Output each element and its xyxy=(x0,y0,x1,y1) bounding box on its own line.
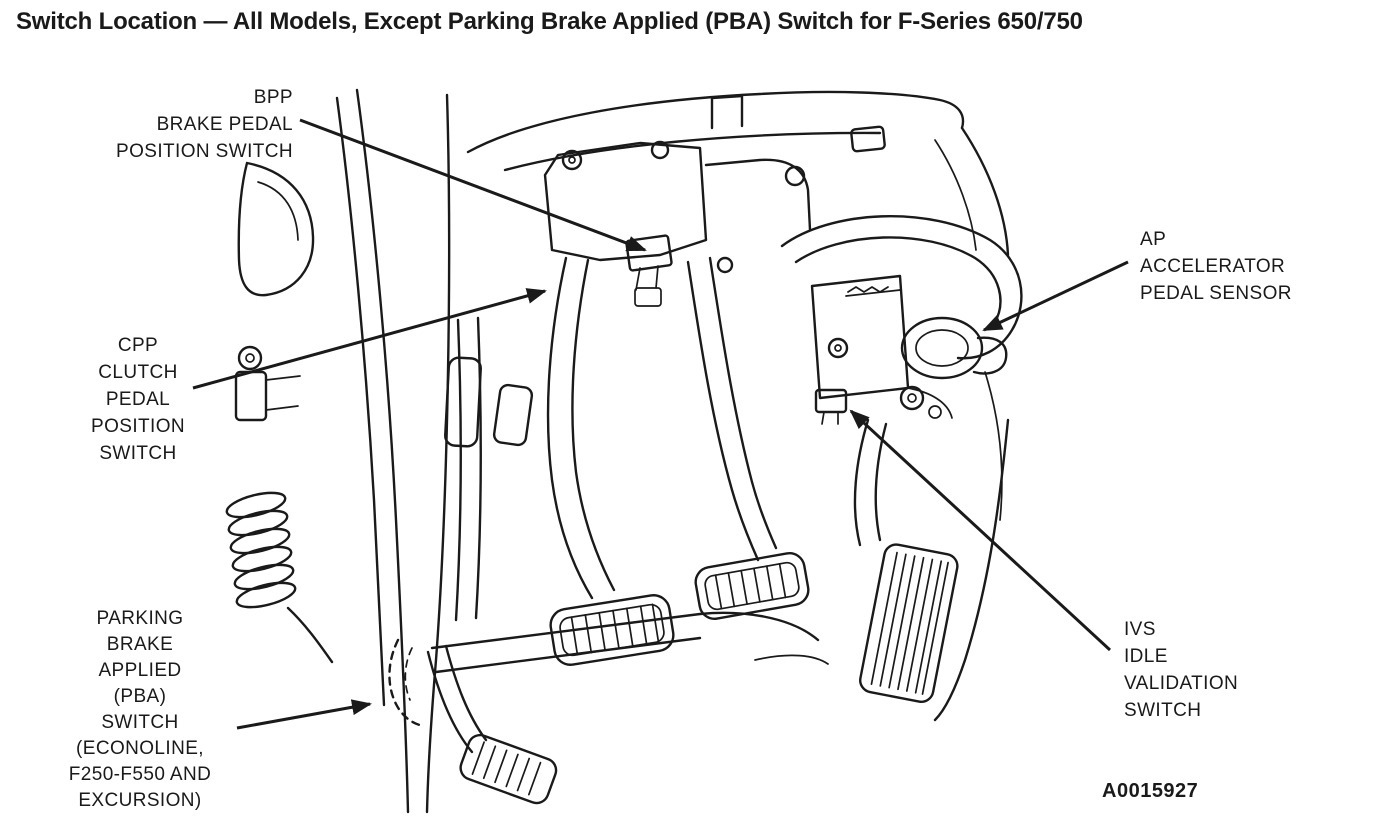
label-line: PEDAL SENSOR xyxy=(1140,283,1292,304)
label-line: ACCELERATOR xyxy=(1140,256,1286,277)
parking-brake-pedal xyxy=(388,638,558,805)
ivs-switch xyxy=(814,388,848,425)
label-line: POSITION xyxy=(91,416,185,437)
label-line: BRAKE PEDAL xyxy=(156,114,293,135)
page-title: Switch Location — All Models, Except Par… xyxy=(16,8,1083,35)
label-line: VALIDATION xyxy=(1124,673,1239,694)
label-line: APPLIED xyxy=(98,660,182,681)
ap-arrow xyxy=(982,260,1129,332)
callout-arrows xyxy=(192,118,1129,730)
pedal-bracket xyxy=(543,140,812,274)
cab-structure xyxy=(225,88,1010,814)
label-line: PEDAL xyxy=(105,389,171,410)
part-number: A0015927 xyxy=(1102,780,1199,802)
bpp-switch xyxy=(625,234,673,307)
label-cpp: CPP CLUTCH PEDAL POSITION SWITCH xyxy=(58,332,218,467)
label-bpp: BPP BRAKE PEDAL POSITION SWITCH xyxy=(60,84,293,165)
label-ivs: IVS IDLE VALIDATION SWITCH xyxy=(1124,616,1344,724)
wiring-harness-loop xyxy=(780,215,1023,360)
ivs-arrow xyxy=(849,409,1112,652)
label-line: PARKING xyxy=(96,608,184,629)
label-line: SWITCH xyxy=(1124,700,1202,721)
accelerator-pedal-sensor xyxy=(810,274,1008,419)
label-line: POSITION SWITCH xyxy=(116,141,293,162)
label-line: IDLE xyxy=(1124,646,1168,667)
label-line: SWITCH xyxy=(99,443,177,464)
label-line: CPP xyxy=(117,335,159,356)
label-line: AP xyxy=(1140,229,1167,250)
label-ap: AP ACCELERATOR PEDAL SENSOR xyxy=(1140,226,1360,307)
label-line: SWITCH xyxy=(101,712,179,733)
clutch-pedal xyxy=(546,256,675,666)
label-line: (ECONOLINE, xyxy=(76,738,204,759)
label-line: BRAKE xyxy=(106,634,174,655)
cable-coil xyxy=(225,491,334,664)
label-pba: PARKING BRAKE APPLIED (PBA) SWITCH (ECON… xyxy=(40,606,240,814)
brake-pedal xyxy=(686,256,810,620)
pba-arrow xyxy=(236,699,372,730)
label-line: (PBA) xyxy=(113,686,167,707)
cpp-arrow xyxy=(192,288,547,390)
bpp-arrow xyxy=(299,118,647,252)
label-line: EXCURSION) xyxy=(78,790,202,811)
label-line: CLUTCH xyxy=(98,362,178,383)
label-line: IVS xyxy=(1124,619,1156,640)
label-line: F250-F550 AND xyxy=(68,764,212,785)
accelerator-pedal xyxy=(853,418,959,703)
label-line: BPP xyxy=(253,87,293,108)
